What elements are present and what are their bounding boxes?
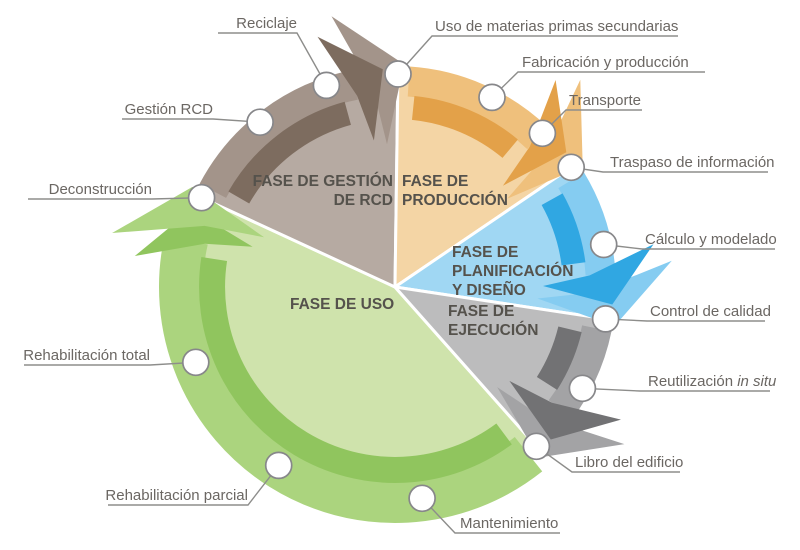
arrowhead-dark <box>509 380 621 440</box>
arrowhead-dark <box>134 209 253 256</box>
connector-line <box>535 445 680 473</box>
node-circle <box>246 108 274 137</box>
arrowhead-dark <box>317 36 383 141</box>
node-label-gestion-rcd: Gestión RCD <box>124 101 213 118</box>
node-label-control-de-calidad: Control de calidad <box>650 303 771 320</box>
node-label-deconstruccion: Deconstrucción <box>48 181 152 198</box>
connector-line <box>397 35 678 75</box>
node-label-transporte: Transporte <box>569 92 641 109</box>
milestone-nodes <box>181 60 620 513</box>
arrowhead-dark <box>543 244 654 305</box>
arrowhead-light <box>112 186 265 238</box>
node-circle <box>384 60 412 88</box>
node-circle <box>312 71 341 100</box>
node-label-fabricacion-y-produccion: Fabricación y producción <box>522 54 689 71</box>
arrowhead-light <box>331 16 404 145</box>
phase-label-fase-de-planificacion-y-diseno: FASE DE PLANIFICACIÓN Y DISEÑO <box>452 244 574 299</box>
node-circle <box>589 230 618 259</box>
node-circle <box>187 183 216 212</box>
node-circle <box>591 305 620 333</box>
connector-line <box>28 197 202 200</box>
phase-label-fase-de-ejecucion: FASE DE EJECUCIÓN <box>448 303 539 339</box>
node-circle <box>528 119 557 148</box>
node-circle <box>522 432 551 461</box>
node-circle <box>568 374 597 403</box>
connector-line <box>421 497 560 534</box>
connector-line <box>582 387 770 392</box>
node-label-mantenimiento: Mantenimiento <box>460 515 559 532</box>
connector-line <box>122 118 261 123</box>
arrow-planificacion <box>537 172 672 327</box>
connector-line <box>218 32 328 86</box>
node-circle <box>264 451 293 480</box>
node-label-reutilizacion-in-situ: Reutilización in situ <box>648 373 777 390</box>
node-label-calculo-y-modelado: Cálculo y modelado <box>645 231 777 248</box>
arrowhead-dark <box>502 80 567 186</box>
phase-label-fase-de-uso: FASE DE USO <box>290 296 395 313</box>
node-circle <box>181 348 210 377</box>
connector-line <box>108 464 280 506</box>
node-label-libro-del-edificio: Libro del edificio <box>575 454 684 471</box>
node-circle <box>478 83 506 112</box>
node-label-reciclaje: Reciclaje <box>236 15 297 32</box>
node-label-rehabilitacion-parcial: Rehabilitación parcial <box>105 487 248 504</box>
phase-label-fase-de-produccion: FASE DE PRODUCCIÓN <box>402 173 508 209</box>
connector-line <box>24 361 196 366</box>
node-label-uso-de-materias-primas: Uso de materias primas secundarias <box>435 18 679 35</box>
node-label-traspaso-de-informacion: Traspaso de información <box>610 154 775 171</box>
node-label-rehabilitacion-total: Rehabilitación total <box>23 347 150 364</box>
node-circle <box>408 484 436 513</box>
node-circle <box>557 153 586 182</box>
phase-label-fase-de-gestion-de-rcd: FASE DE GESTIÓN DE RCD <box>252 173 393 209</box>
